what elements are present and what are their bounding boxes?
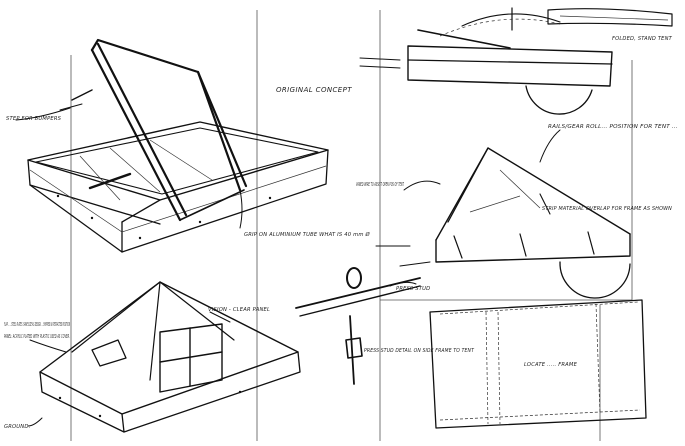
tray-sketch <box>15 38 329 253</box>
label-hinge-note: GRIP ON ALUMINIUM TUBE WHAT IS 40 mm Ø <box>244 231 370 238</box>
label-vision-panel: VISION - CLEAR PANEL <box>208 307 270 313</box>
label-folded-tent: FOLDED, STAND TENT <box>612 36 673 42</box>
label-plan-note: LOCATE ..... FRAME <box>524 362 578 368</box>
plan-view-sketch <box>429 299 647 429</box>
annotations: ORIGINAL CONCEPT STEP FOR BUMPERS GRIP O… <box>4 36 678 430</box>
stowed-unit-sketch <box>359 7 673 115</box>
label-strip-note: STRIP MATERIAL OVERLAP FOR FRAME AS SHOW… <box>542 206 672 212</box>
label-vaned-tent: VANED WIRE TO ASSIST OPEN POS OF TENT <box>356 182 404 188</box>
label-original-concept: ORIGINAL CONCEPT <box>276 86 352 94</box>
sheet-frame-lines <box>70 10 633 441</box>
label-step-for-bumpers: STEP FOR BUMPERS <box>6 116 62 122</box>
tent-sketch <box>375 129 631 299</box>
label-panel-note: PANEL: ACRYLIC PLATED WITH PLASTIC USED … <box>4 334 70 340</box>
label-flap-note: FLAP ..... STEEL PLATES. SAME SIZE AS DE… <box>4 322 70 328</box>
label-ground: GROUND. <box>4 424 30 430</box>
pyramid-cover-sketch <box>27 281 301 433</box>
label-rail-note: RAILS/GEAR ROLL... POSITION FOR TENT ... <box>548 124 678 130</box>
label-press-stud: PRESS STUD <box>396 286 430 292</box>
label-press-detail: PRESS STUD DETAIL ON SIDE FRAME TO TENT <box>364 348 475 354</box>
press-stud-detail-sketch <box>295 267 421 385</box>
